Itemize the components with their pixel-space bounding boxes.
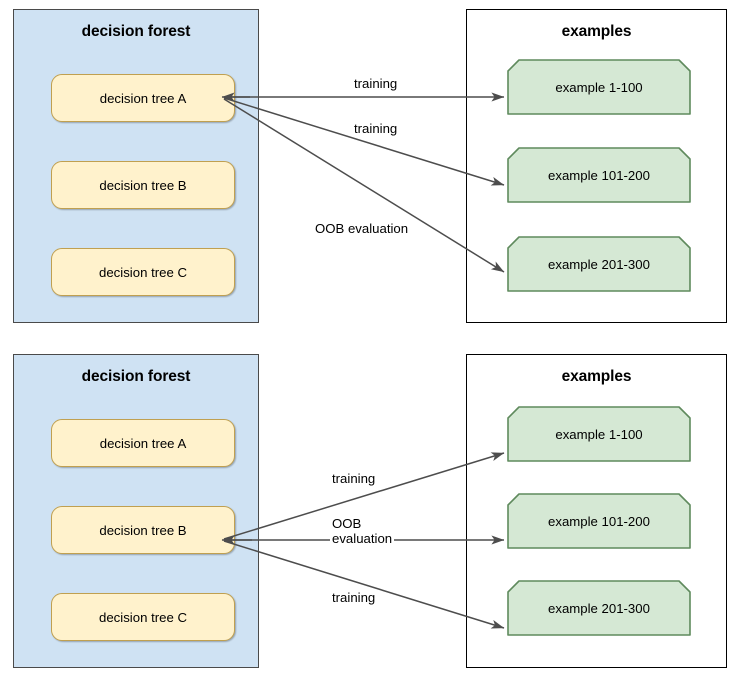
decision-tree-c-label: decision tree C <box>99 609 187 625</box>
example-1-100-box[interactable]: example 1-100 <box>507 59 691 115</box>
decision-tree-c-box[interactable]: decision tree C <box>51 248 235 296</box>
example-201-300-label: example 201-300 <box>548 600 650 616</box>
decision-tree-c-box[interactable]: decision tree C <box>51 593 235 641</box>
decision-tree-b-label: decision tree B <box>99 177 187 193</box>
example-card-shape <box>507 493 691 549</box>
edge-label-training-1: training <box>352 76 400 91</box>
decision-forest-title: decision forest <box>81 23 191 40</box>
example-1-100-label: example 1-100 <box>555 426 643 442</box>
example-101-200-box[interactable]: example 101-200 <box>507 493 691 549</box>
edge-label-training-1: training <box>330 471 378 486</box>
decision-tree-b-label: decision tree B <box>99 522 187 538</box>
decision-forest-title: decision forest <box>81 368 191 385</box>
edge-label-training-2: training <box>330 590 378 605</box>
example-card-shape <box>507 236 691 292</box>
edge-training-2 <box>223 540 505 629</box>
example-1-100-box[interactable]: example 1-100 <box>507 406 691 462</box>
edge-training-2 <box>223 97 505 186</box>
edge-label-oob-evaluation: OOB evaluation <box>330 516 395 546</box>
examples-title: examples <box>561 23 632 40</box>
example-101-200-label: example 101-200 <box>548 167 650 183</box>
example-card-shape <box>507 580 691 636</box>
example-card-shape <box>507 406 691 462</box>
decision-tree-b-box[interactable]: decision tree B <box>51 161 235 209</box>
example-201-300-box[interactable]: example 201-300 <box>507 236 691 292</box>
decision-tree-a-box[interactable]: decision tree A <box>51 74 235 122</box>
diagram-oob-tree-a: decision forest examples decision tree A… <box>0 0 737 340</box>
example-card-shape <box>507 59 691 115</box>
decision-tree-c-label: decision tree C <box>99 264 187 280</box>
decision-tree-a-label: decision tree A <box>99 435 187 451</box>
examples-title: examples <box>561 368 632 385</box>
example-101-200-label: example 101-200 <box>548 513 650 529</box>
example-201-300-label: example 201-300 <box>548 256 650 272</box>
edge-label-training-2: training <box>352 121 400 136</box>
example-1-100-label: example 1-100 <box>555 79 643 95</box>
edge-label-oob-line-2: evaluation <box>330 531 395 546</box>
decision-tree-b-box[interactable]: decision tree B <box>51 506 235 554</box>
edge-label-oob-evaluation: OOB evaluation <box>313 221 411 236</box>
diagram-oob-tree-b: decision forest examples decision tree A… <box>0 345 737 685</box>
example-201-300-box[interactable]: example 201-300 <box>507 580 691 636</box>
example-101-200-box[interactable]: example 101-200 <box>507 147 691 203</box>
example-card-shape <box>507 147 691 203</box>
edge-label-oob-line-1: OOB <box>330 516 395 531</box>
decision-tree-a-label: decision tree A <box>99 90 187 106</box>
decision-tree-a-box[interactable]: decision tree A <box>51 419 235 467</box>
